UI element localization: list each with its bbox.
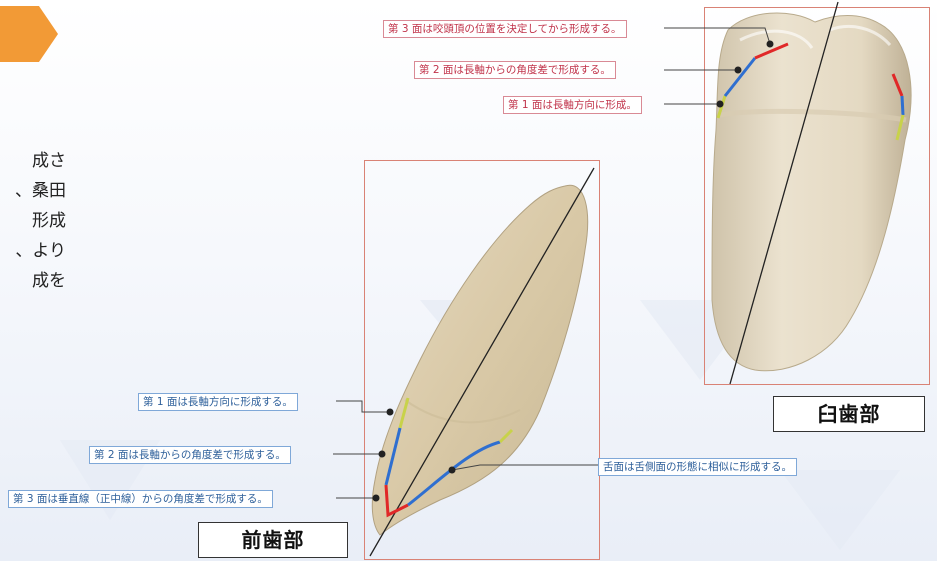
anterior-lingual-blue bbox=[407, 440, 501, 507]
anterior-callout-surface3: 第 3 面は垂直線（正中線）からの角度差で形成する。 bbox=[8, 490, 273, 508]
molar-image-frame bbox=[704, 7, 930, 385]
molar-surface1-right bbox=[895, 114, 905, 141]
molar-callout-surface2: 第 2 面は長軸からの角度差で形成する。 bbox=[414, 61, 616, 79]
body-text-line: より、 bbox=[15, 241, 66, 261]
body-text-line: 成を bbox=[32, 271, 66, 291]
anterior-section-label: 前歯部 bbox=[198, 522, 348, 558]
molar-callout-surface3: 第 3 面は咬頭頂の位置を決定してから形成する。 bbox=[383, 20, 627, 38]
anterior-lingual-green bbox=[498, 428, 514, 444]
molar-surface3-left bbox=[754, 42, 789, 60]
anterior-image-frame bbox=[364, 160, 600, 560]
body-text: 成さ 桑田、 形成 より、 成を bbox=[0, 146, 66, 296]
molar-surface2-right bbox=[900, 95, 905, 116]
anterior-long-axis-line bbox=[369, 167, 595, 557]
anterior-surface3 bbox=[384, 484, 409, 518]
anterior-callout-surface1: 第 1 面は長軸方向に形成する。 bbox=[138, 393, 298, 411]
body-text-line: 桑田、 bbox=[15, 181, 66, 201]
anterior-callout-surface2: 第 2 面は長軸からの角度差で形成する。 bbox=[89, 446, 291, 464]
anterior-tooth-illustration bbox=[371, 184, 589, 536]
molar-callout-surface1: 第 1 面は長軸方向に形成。 bbox=[503, 96, 642, 114]
body-text-line: 成さ bbox=[32, 151, 66, 171]
molar-long-axis-line bbox=[729, 1, 839, 385]
molar-tooth-illustration bbox=[711, 12, 912, 372]
molar-section-label: 臼歯部 bbox=[773, 396, 925, 432]
anterior-surface1 bbox=[398, 397, 410, 429]
body-text-line: 形成 bbox=[32, 211, 66, 231]
molar-surface2-left bbox=[723, 57, 757, 97]
anterior-callout-lingual: 舌面は舌側面の形態に相似に形成する。 bbox=[598, 458, 797, 476]
molar-surface3-right bbox=[891, 73, 904, 97]
anterior-surface2 bbox=[384, 427, 402, 486]
